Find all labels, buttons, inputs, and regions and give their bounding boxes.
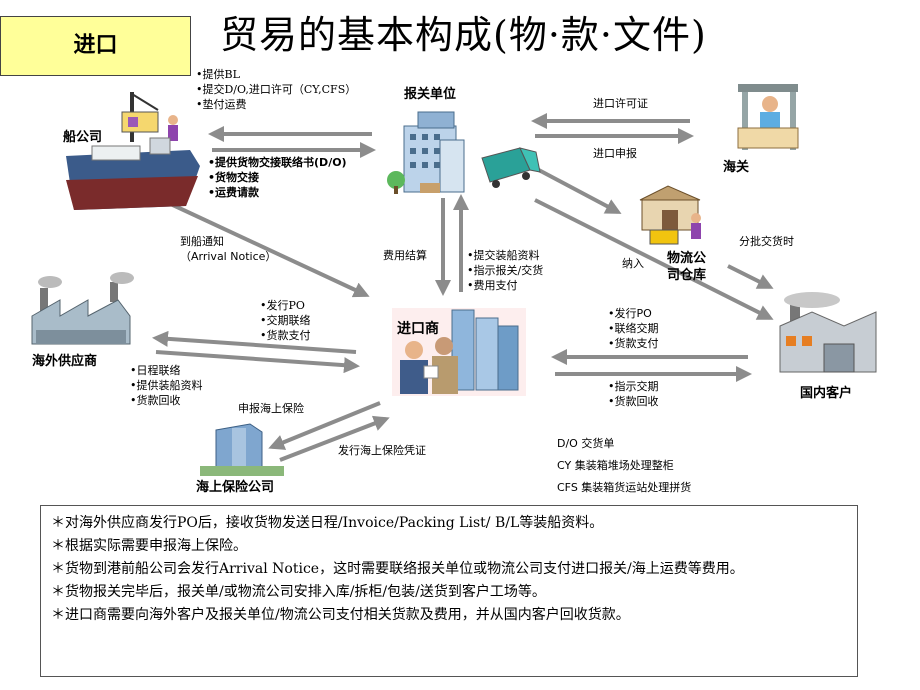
arrow-importer-to-insurer [268, 401, 381, 450]
legend-item: D/O 交货单 [557, 437, 615, 450]
summary-item: ＊货物到港前船公司会发行Arrival Notice，这时需要联络报关单位或物流… [51, 561, 744, 577]
note-partial-delivery: 分批交货时 [739, 235, 794, 248]
arrow-supplier-to-importer [155, 350, 360, 374]
factory-icon [31, 272, 134, 345]
note-import-declaration: 进口申报 [593, 147, 637, 160]
node-shipping-company: 船公司 [63, 130, 103, 145]
note-line: •提交装船资料 [467, 249, 540, 262]
note-line: •指示报关/交货 [467, 264, 544, 277]
note-customer-to-importer: •指示交期 •货款回收 [608, 379, 659, 409]
note-line: •货款回收 [130, 394, 181, 407]
node-domestic-customer: 国内客户 [800, 386, 853, 401]
customs-officer-icon [737, 84, 799, 150]
node-customs: 海关 [723, 160, 750, 175]
page-title: 贸易的基本构成(物·款·文件) [220, 13, 707, 57]
note-broker-to-ship: •提供BL •提交D/O,进口许可（CY,CFS） •垫付运费 [196, 67, 356, 112]
note-importer-to-supplier: •发行PO •交期联络 •货款支付 [260, 298, 311, 343]
note-line: •交期联络 [260, 314, 311, 327]
ship-icon [66, 92, 200, 210]
warehouse-icon [639, 185, 701, 245]
summary-box: ＊对海外供应商发行PO后，接收货物发送日程/Invoice/Packing Li… [40, 505, 858, 677]
summary-item: ＊货物报关完毕后，报关单/或物流公司安排入库/拆柜/包装/送货到客户工场等。 [51, 584, 546, 600]
note-line: 到船通知 [180, 235, 224, 248]
note-line: •提供BL [196, 68, 240, 81]
customer-factory-icon [779, 292, 877, 373]
summary-item: ＊对海外供应商发行PO后，接收货物发送日程/Invoice/Packing Li… [51, 515, 604, 531]
arrow-broker-to-warehouse [534, 166, 622, 214]
node-marine-insurer: 海上保险公司 [196, 480, 275, 495]
arrow-broker-to-customer [534, 198, 774, 320]
note-line: （Arrival Notice） [180, 250, 277, 263]
note-line: •货物交接 [208, 171, 260, 184]
note-line: •联络交期 [608, 322, 659, 335]
note-line: •费用支付 [467, 279, 518, 292]
note-line: •发行PO [608, 307, 652, 320]
note-importer-to-customer: •发行PO •联络交期 •货款支付 [608, 306, 659, 351]
note-line: •发行PO [260, 299, 305, 312]
note-line: •货款回收 [608, 395, 659, 408]
note-apply-insurance: 申报海上保险 [238, 402, 304, 415]
note-arrival-notice: 到船通知 （Arrival Notice） [180, 234, 276, 264]
summary-item: ＊根据实际需要申报海上保险。 [51, 538, 247, 554]
node-overseas-supplier: 海外供应商 [32, 354, 98, 369]
arrow-importer-to-supplier [152, 330, 357, 354]
note-line: •提供装船资料 [130, 379, 203, 392]
note-line: •日程联络 [130, 364, 181, 377]
section-tag: 进口 [0, 16, 191, 76]
abbreviation-legend: D/O 交货单 CY 集装箱堆场处理整柜 CFS 集装箱货运站处理拼货 [557, 433, 691, 499]
legend-item: CFS 集装箱货运站处理拼货 [557, 481, 692, 494]
node-logistics-warehouse: 物流公 司仓库 [667, 251, 707, 283]
note-importer-to-broker: •提交装船资料 •指示报关/交货 •费用支付 [467, 248, 543, 293]
note-warehouse-in: 纳入 [622, 257, 644, 270]
arrow-warehouse-to-customer [727, 264, 774, 289]
note-line: •货款支付 [260, 329, 311, 342]
building-icon [387, 111, 465, 194]
note-issue-insurance: 发行海上保险凭证 [338, 444, 426, 457]
note-supplier-to-importer: •日程联络 •提供装船资料 •货款回收 [130, 363, 203, 408]
node-importer: 进口商 [397, 321, 439, 337]
arrow-insurer-to-importer [279, 415, 390, 462]
truck-icon [481, 147, 541, 188]
note-import-permit: 进口许可证 [593, 97, 648, 110]
note-ship-to-broker: •提供货物交接联络书(D/O) •货物交接 •运费请款 [208, 155, 347, 200]
insurer-building-icon [200, 423, 284, 476]
legend-item: CY 集装箱堆场处理整柜 [557, 459, 674, 472]
summary-item: ＊进口商需要向海外客户及报关单位/物流公司支付相关货款及费用，并从国内客户回收货… [51, 607, 630, 623]
arrow-ship-to-importer [161, 198, 370, 298]
note-line: •运费请款 [208, 186, 260, 199]
note-line: •提供货物交接联络书(D/O) [208, 156, 347, 169]
note-line: •货款支付 [608, 337, 659, 350]
note-line: •垫付运费 [196, 98, 247, 111]
note-fee-settlement: 费用结算 [383, 249, 427, 262]
note-line: •提交D/O,进口许可（CY,CFS） [196, 83, 357, 96]
node-customs-broker: 报关单位 [404, 87, 457, 102]
note-line: •指示交期 [608, 380, 659, 393]
importer-illustration [392, 308, 526, 396]
